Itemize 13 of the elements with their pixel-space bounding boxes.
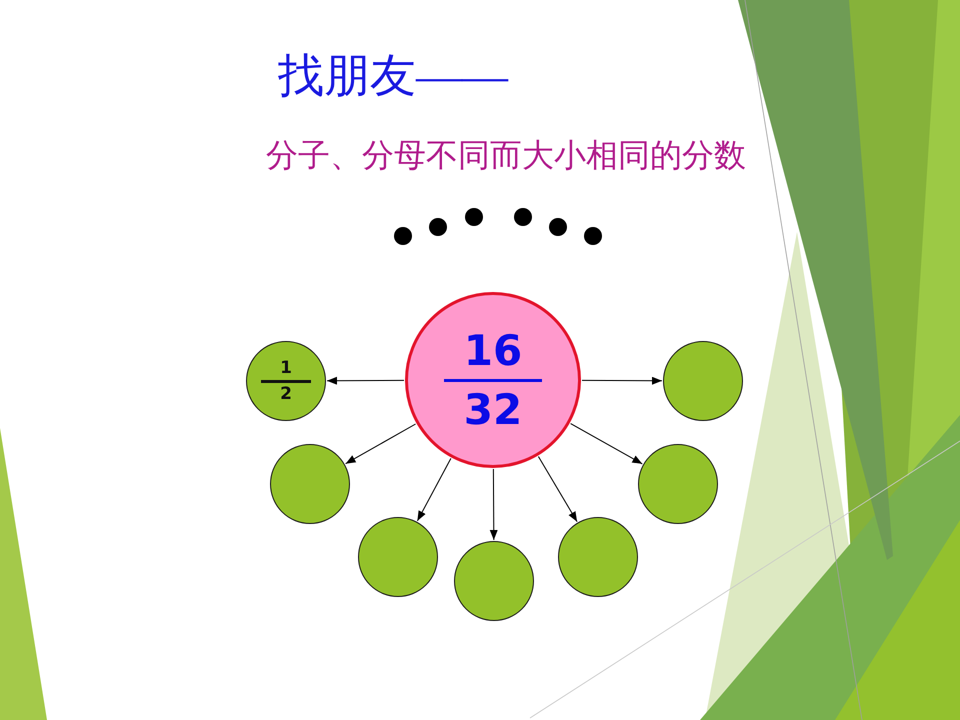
arrow <box>326 376 404 385</box>
arrow <box>345 424 416 464</box>
arrow <box>490 468 498 540</box>
arrow <box>538 456 578 522</box>
arrow <box>582 376 662 385</box>
numerator: 1 <box>280 360 292 376</box>
subtitle: 分子、分母不同而大小相同的分数 <box>266 139 746 171</box>
arrow <box>416 458 452 522</box>
title: 找朋友—— <box>278 53 508 99</box>
numerator: 16 <box>464 330 522 372</box>
denominator: 2 <box>280 386 292 402</box>
denominator: 32 <box>464 388 522 430</box>
arrow <box>570 423 643 464</box>
